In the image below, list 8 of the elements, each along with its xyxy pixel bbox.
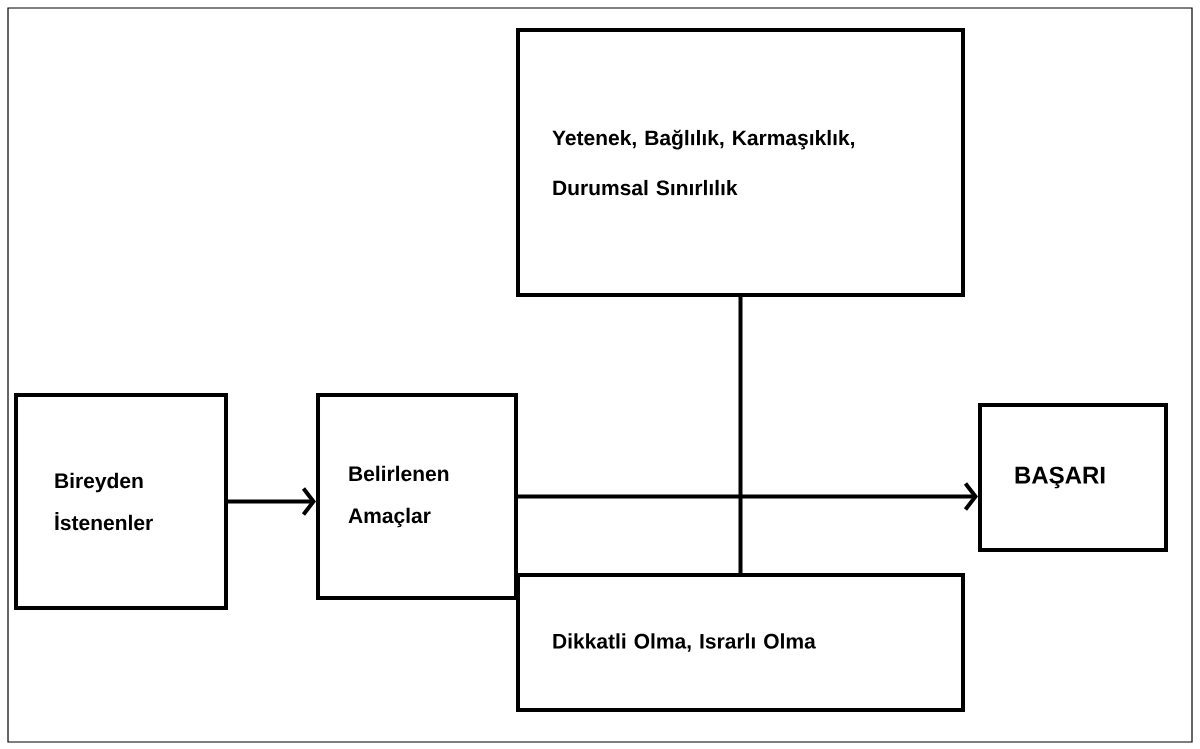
process-box: Dikkatli Olma, Israrlı Olma	[516, 573, 965, 712]
process-box: Yetenek, Bağlılık, Karmaşıklık, Durumsal Sınırlılık	[516, 28, 965, 297]
process-box: Belirlenen Amaçlar	[316, 393, 518, 600]
process-box: BAŞARI	[978, 403, 1168, 552]
process-box: Bireyden İstenenler	[14, 393, 228, 610]
arrow	[228, 487, 316, 516]
arrow	[518, 482, 978, 511]
connector-line	[738, 297, 743, 573]
